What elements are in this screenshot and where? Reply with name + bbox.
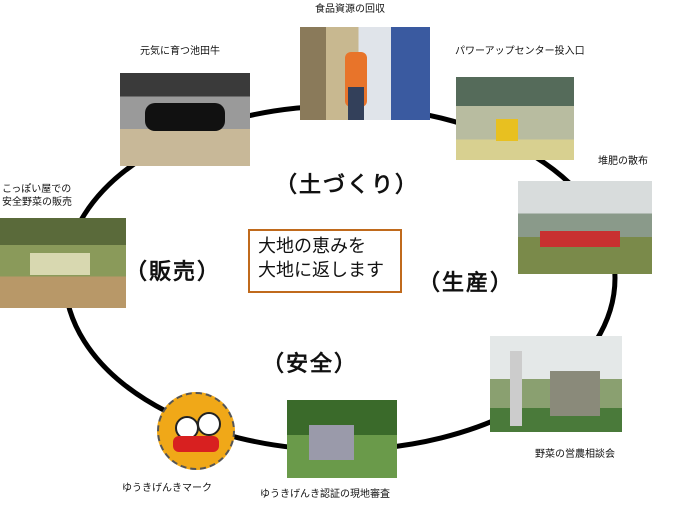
photo-field-inspection (287, 400, 397, 478)
caption-cattle: 元気に育つ池田牛 (140, 46, 220, 57)
caption-food-collection: 食品資源の回収 (315, 4, 385, 15)
caption-yuuki-genki-mark: ゆうきげんきマーク (122, 483, 212, 494)
caption-shop-sales: こっぽい屋での 安全野菜の販売 (2, 183, 72, 209)
phase-production-label: （生産） (418, 271, 515, 296)
caption-shop-sales-line1: こっぽい屋での (2, 184, 72, 195)
yuuki-genki-mark-logo (157, 392, 235, 470)
photo-farming-consultation (490, 336, 622, 432)
caption-shop-sales-line2: 安全野菜の販売 (2, 197, 72, 208)
photo-food-collection (300, 27, 430, 120)
photo-compost-spreading (518, 181, 652, 274)
center-message-line2: 大地に返します (258, 260, 384, 281)
photo-shop-sales (0, 218, 126, 308)
caption-compost-spreading: 堆肥の散布 (598, 156, 648, 167)
caption-powerup-center: パワーアップセンター投入口 (455, 46, 585, 57)
caption-farming-consultation: 野菜の営農相談会 (535, 449, 615, 460)
phase-sales-label: （販売） (125, 260, 222, 285)
center-message-box: 大地の恵みを 大地に返します (248, 229, 402, 293)
phase-safety-label: （安全） (262, 352, 359, 377)
caption-field-inspection: ゆうきげんき認証の現地審査 (260, 489, 390, 500)
photo-cattle (120, 73, 250, 166)
photo-powerup-center (456, 77, 574, 160)
center-message-line1: 大地の恵みを (258, 236, 366, 257)
phase-soil-label: （土づくり） (275, 173, 420, 198)
